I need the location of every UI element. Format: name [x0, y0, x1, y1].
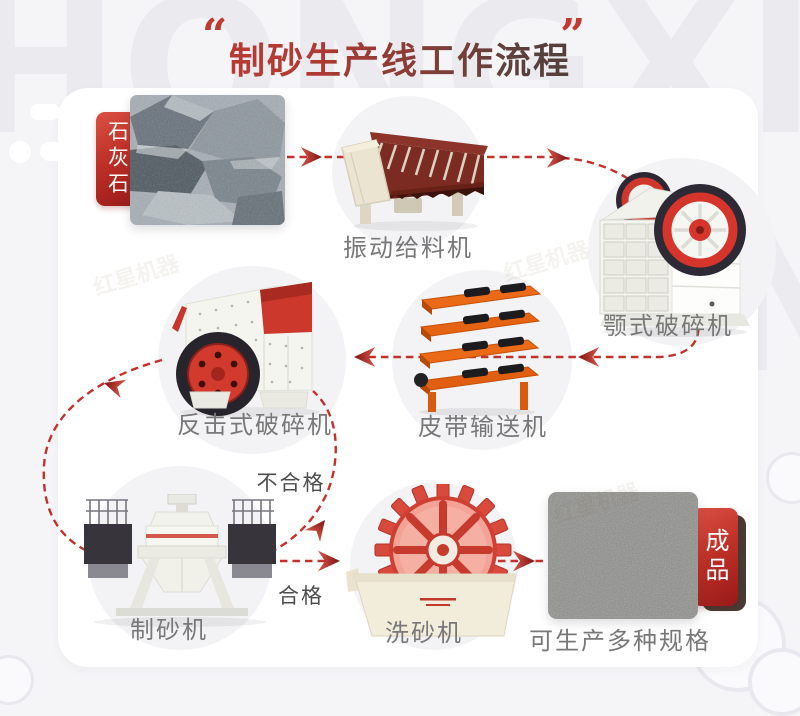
- cloud-pill-decoration: [30, 104, 60, 120]
- arrow-impact-to-sandmaker-arc: [42, 358, 163, 559]
- arrowhead: [300, 147, 322, 167]
- label-jaw-crusher: 颚式破碎机: [603, 312, 733, 340]
- arrowhead: [546, 148, 568, 168]
- title-zone: “ 制砂生产线工作流程 ”: [0, 0, 800, 83]
- label-sand-washer: 洗砂机: [385, 619, 463, 647]
- arrowhead: [512, 550, 535, 572]
- label-impact-crusher: 反击式破碎机: [177, 411, 333, 439]
- finished-product-tag-label: 成品: [701, 528, 729, 586]
- arrow-unqualified-arc: [257, 390, 337, 559]
- limestone-rocks-illustration: [130, 95, 285, 225]
- finished-product-tag: 成品: [692, 508, 738, 606]
- arrow-jaw-to-belt-to-impact: [366, 315, 700, 359]
- arrowhead: [104, 379, 127, 399]
- jaw-crusher-illustration: [592, 158, 758, 342]
- close-quote-icon: ”: [560, 10, 586, 61]
- sand-washer-illustration: [346, 481, 524, 652]
- open-quote-icon: “: [202, 10, 228, 61]
- arrowhead: [304, 520, 325, 542]
- sand-maker-illustration: [76, 493, 284, 636]
- label-belt-conveyor: 皮带输送机: [418, 413, 548, 441]
- arrowhead: [354, 347, 376, 367]
- input-material-tag-label: 石灰石: [105, 120, 130, 198]
- cloud-ring-decoration: [766, 452, 800, 504]
- label-qualified: 合格: [278, 584, 324, 608]
- label-vibrating-feeder: 振动给料机: [343, 234, 473, 262]
- limestone-photo: [130, 95, 285, 225]
- label-unqualified: 不合格: [256, 471, 326, 495]
- page-title: 制砂生产线工作流程: [0, 41, 800, 82]
- impact-crusher-illustration: [160, 270, 346, 449]
- finished-sand-photo: [548, 492, 698, 619]
- arrowhead: [578, 347, 600, 367]
- vibrating-feeder-illustration: [336, 120, 496, 239]
- belt-conveyor-illustration: [406, 282, 548, 422]
- label-sand-maker: 制砂机: [130, 616, 208, 644]
- label-product-caption: 可生产多种规格: [529, 627, 711, 655]
- sand-texture-illustration: [548, 492, 698, 619]
- cloud-dot-decoration: [9, 141, 31, 163]
- arrowhead: [317, 550, 340, 572]
